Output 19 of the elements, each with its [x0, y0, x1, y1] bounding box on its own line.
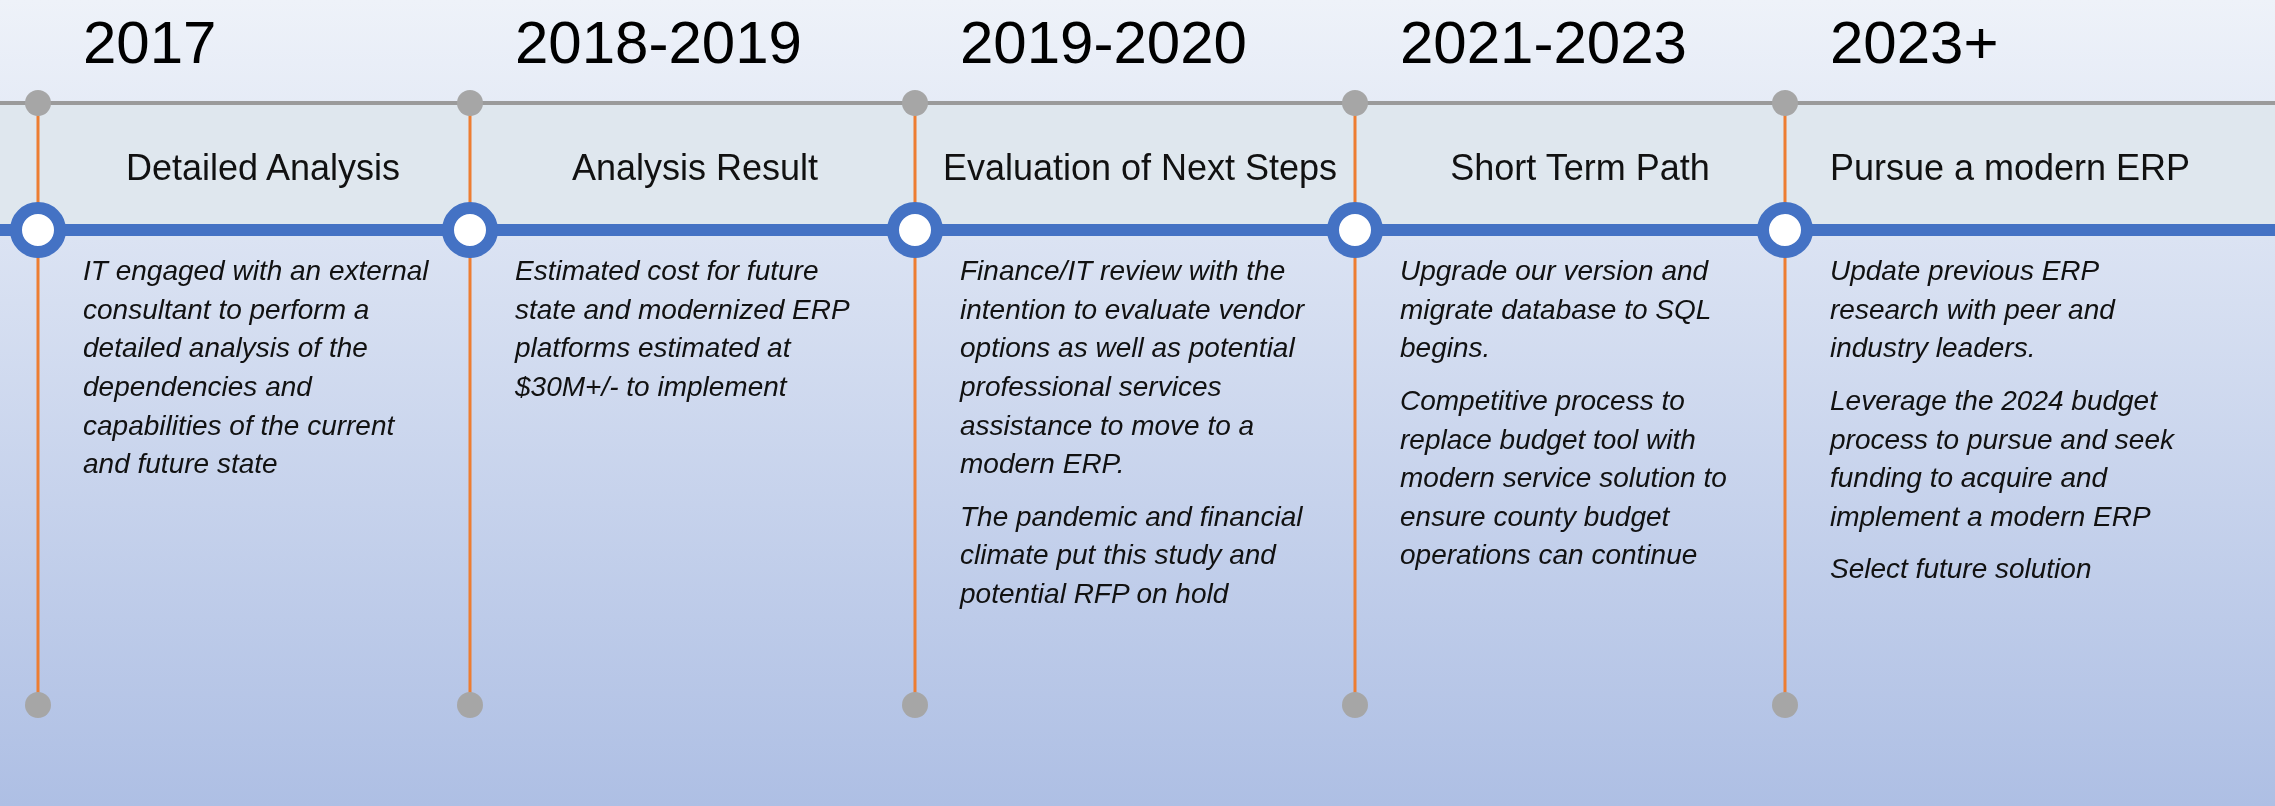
- year-heading: 2023+: [1830, 8, 1999, 77]
- description-text: Upgrade our version and migrate database to SQL begins.: [1400, 254, 1712, 366]
- description-text: Finance/IT review with the intention to evaluate vendor options as well as potential professional services assistance to move to a modern ERP.: [960, 254, 1306, 482]
- phase-title: Analysis Result: [570, 146, 820, 191]
- phase-title: Detailed Analysis: [124, 146, 402, 191]
- year-heading: 2017: [83, 8, 217, 77]
- year-heading: 2019-2020: [960, 8, 1247, 77]
- description-text: The pandemic and financial climate put this study and potential RFP on hold: [960, 499, 1304, 611]
- description-text: Leverage the 2024 budget process to pursue and seek funding to acquire and implement a modern ERP: [1830, 383, 2176, 534]
- description-text: Competitive process to replace budget tool with modern service solution to ensure county budget operations can continue: [1400, 383, 1728, 573]
- year-heading: 2018-2019: [515, 8, 802, 77]
- year-heading: 2021-2023: [1400, 8, 1687, 77]
- description-text: Update previous ERP research with peer and industry leaders.: [1830, 254, 2117, 366]
- phase-title: Pursue a modern ERP: [1828, 146, 2192, 191]
- description-text: IT engaged with an external consultant to perform a detailed analysis of the dependencies and capabilities of the current and future state: [83, 254, 430, 482]
- description-text: Estimated cost for future state and modernized ERP platforms estimated at $30M+/- to implement: [515, 254, 851, 404]
- phase-title: Short Term Path: [1449, 146, 1711, 191]
- phase-title: Evaluation of Next Steps: [941, 146, 1339, 191]
- description-text: Select future solution: [1830, 552, 2093, 587]
